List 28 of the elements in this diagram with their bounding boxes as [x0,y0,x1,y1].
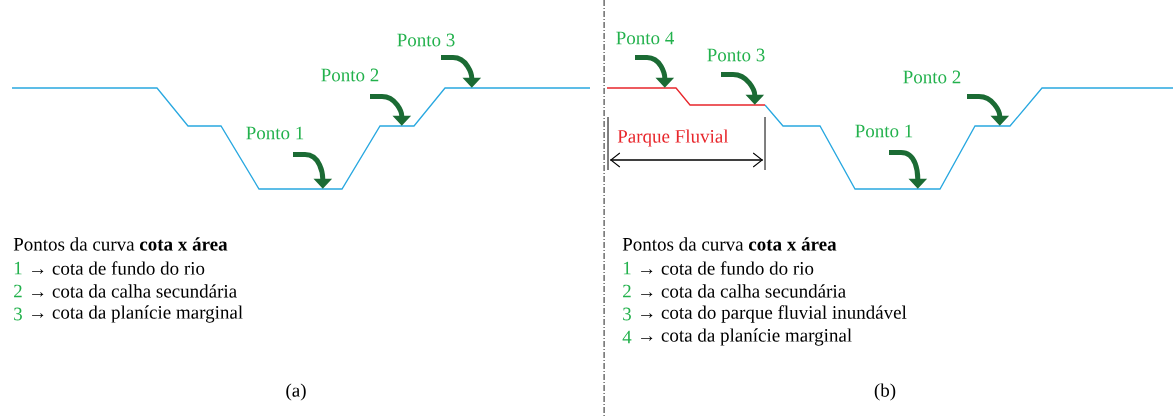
point-label: Ponto 4 [616,31,674,45]
point-label: Ponto 3 [397,33,455,47]
point-number: 2 [623,284,631,298]
caption-text: → cota do parque fluvial inundável [641,305,907,323]
caption-text: Pontos da curva cota x área [13,237,228,251]
caption-text: → cota da calha secundária [641,284,846,298]
caption-text: → cota da planície marginal [32,305,243,323]
caption-text: → cota da planície marginal [641,328,852,346]
point-number: 3 [14,307,22,321]
point-number: 1 [623,261,631,275]
panel-label: (a) [286,383,306,401]
point-number: 2 [14,284,22,298]
caption-text: → cota de fundo do rio [32,261,205,275]
river-profile-drawing [764,87,1174,190]
point-label: Ponto 2 [903,70,961,84]
river-profile-drawing [11,87,591,190]
point-label: Ponto 2 [321,68,379,82]
point-number: 1 [14,261,22,275]
caption-text: → cota da calha secundária [32,284,237,298]
curved-arrow [967,94,1010,126]
floodplain-profile-drawing [606,87,766,106]
point-number: 3 [623,307,631,321]
point-number: 4 [622,330,632,344]
panel-label: (b) [874,383,896,401]
point-label: Ponto 3 [707,48,765,62]
dimension-label: Parque Fluvial [617,129,729,147]
caption-text: Pontos da curva cota x área [622,237,837,251]
caption-text: → cota de fundo do rio [641,261,814,275]
